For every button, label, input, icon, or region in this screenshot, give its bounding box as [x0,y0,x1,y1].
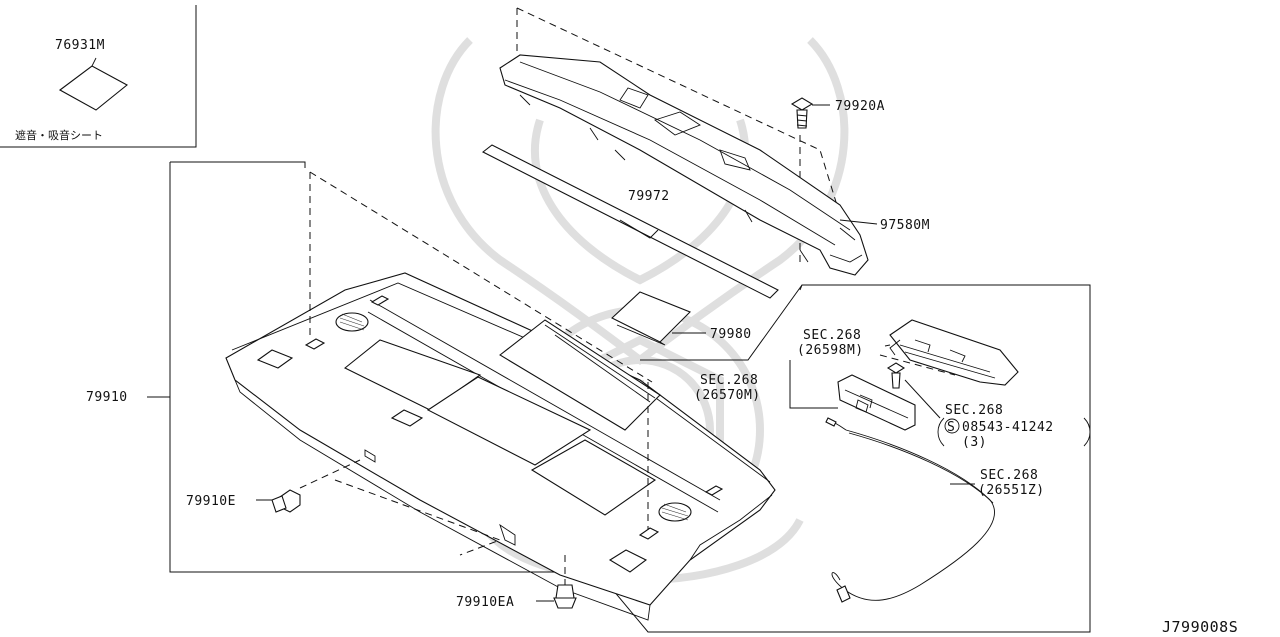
section-frame [640,284,803,361]
inset-box: 76931M 遮音・吸音シート [0,5,197,148]
callout-08543-symbol: S [947,420,955,435]
callout-26551Z: (26551Z) [978,483,1045,498]
parcel-shelf-79910 [225,272,776,621]
clip-icon [271,489,301,513]
trim-strip-79972 [481,144,779,299]
callout-79910E: 79910E [186,494,236,509]
release-cable-26551Z [825,417,995,603]
callout-sec268-a: SEC.268 [803,328,861,343]
screw-icon [790,97,814,129]
callout-08543-41242: 08543-41242 [962,420,1054,435]
callout-sec268-d: SEC.268 [980,468,1038,483]
callout-97580M: 97580M [880,218,930,233]
trunk-lock-assembly [837,319,1019,431]
callout-79980: 79980 [710,327,752,342]
callout-79972: 79972 [628,189,670,204]
clip-icon [553,584,577,609]
figure-id: J799008S [1162,618,1238,636]
callout-79910EA: 79910EA [456,595,514,610]
main-frame [169,161,1091,633]
callout-79910: 79910 [86,390,128,405]
callout-sec268-b: SEC.268 [700,373,758,388]
screw-icon [886,362,906,389]
lamp-cover-79980 [611,291,691,343]
inset-part-number: 76931M [55,38,105,53]
inset-caption: 遮音・吸音シート [15,128,103,142]
lamp-assembly-97580M [499,54,869,276]
callout-sec268-c: SEC.268 [945,403,1003,418]
callout-79920A: 79920A [835,99,885,114]
callout-26598M: (26598M) [797,343,864,358]
callout-08543-qty: (3) [962,435,987,450]
insulator-pad-icon [58,65,128,111]
callout-26570M: (26570M) [694,388,761,403]
